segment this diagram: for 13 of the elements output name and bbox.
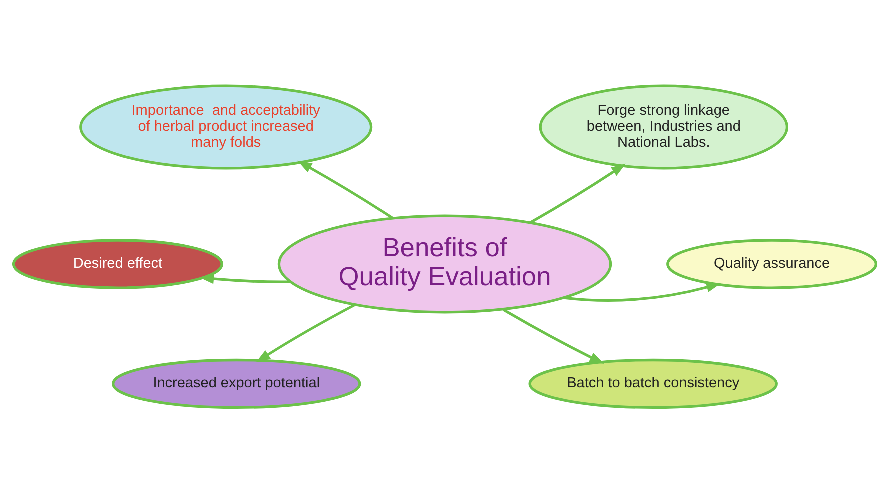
arrow xyxy=(256,304,356,363)
arrow xyxy=(564,282,722,302)
node-ellipse: Desired effect xyxy=(12,239,224,290)
node-ellipse: Benefits of Quality Evaluation xyxy=(278,214,612,314)
node-ellipse: Quality assurance xyxy=(666,239,878,290)
arrow xyxy=(530,164,626,224)
node-ellipse: Forge strong linkage between, Industries and National Labs. xyxy=(539,84,789,170)
node-ellipse: Importance and acceptability of herbal product increased many folds xyxy=(80,84,373,170)
node-ellipse: Increased export potential xyxy=(112,358,362,410)
node-ellipse: Batch to batch consistency xyxy=(528,358,778,410)
arrow xyxy=(502,308,604,364)
arrow xyxy=(298,160,394,220)
arrow xyxy=(200,274,290,284)
